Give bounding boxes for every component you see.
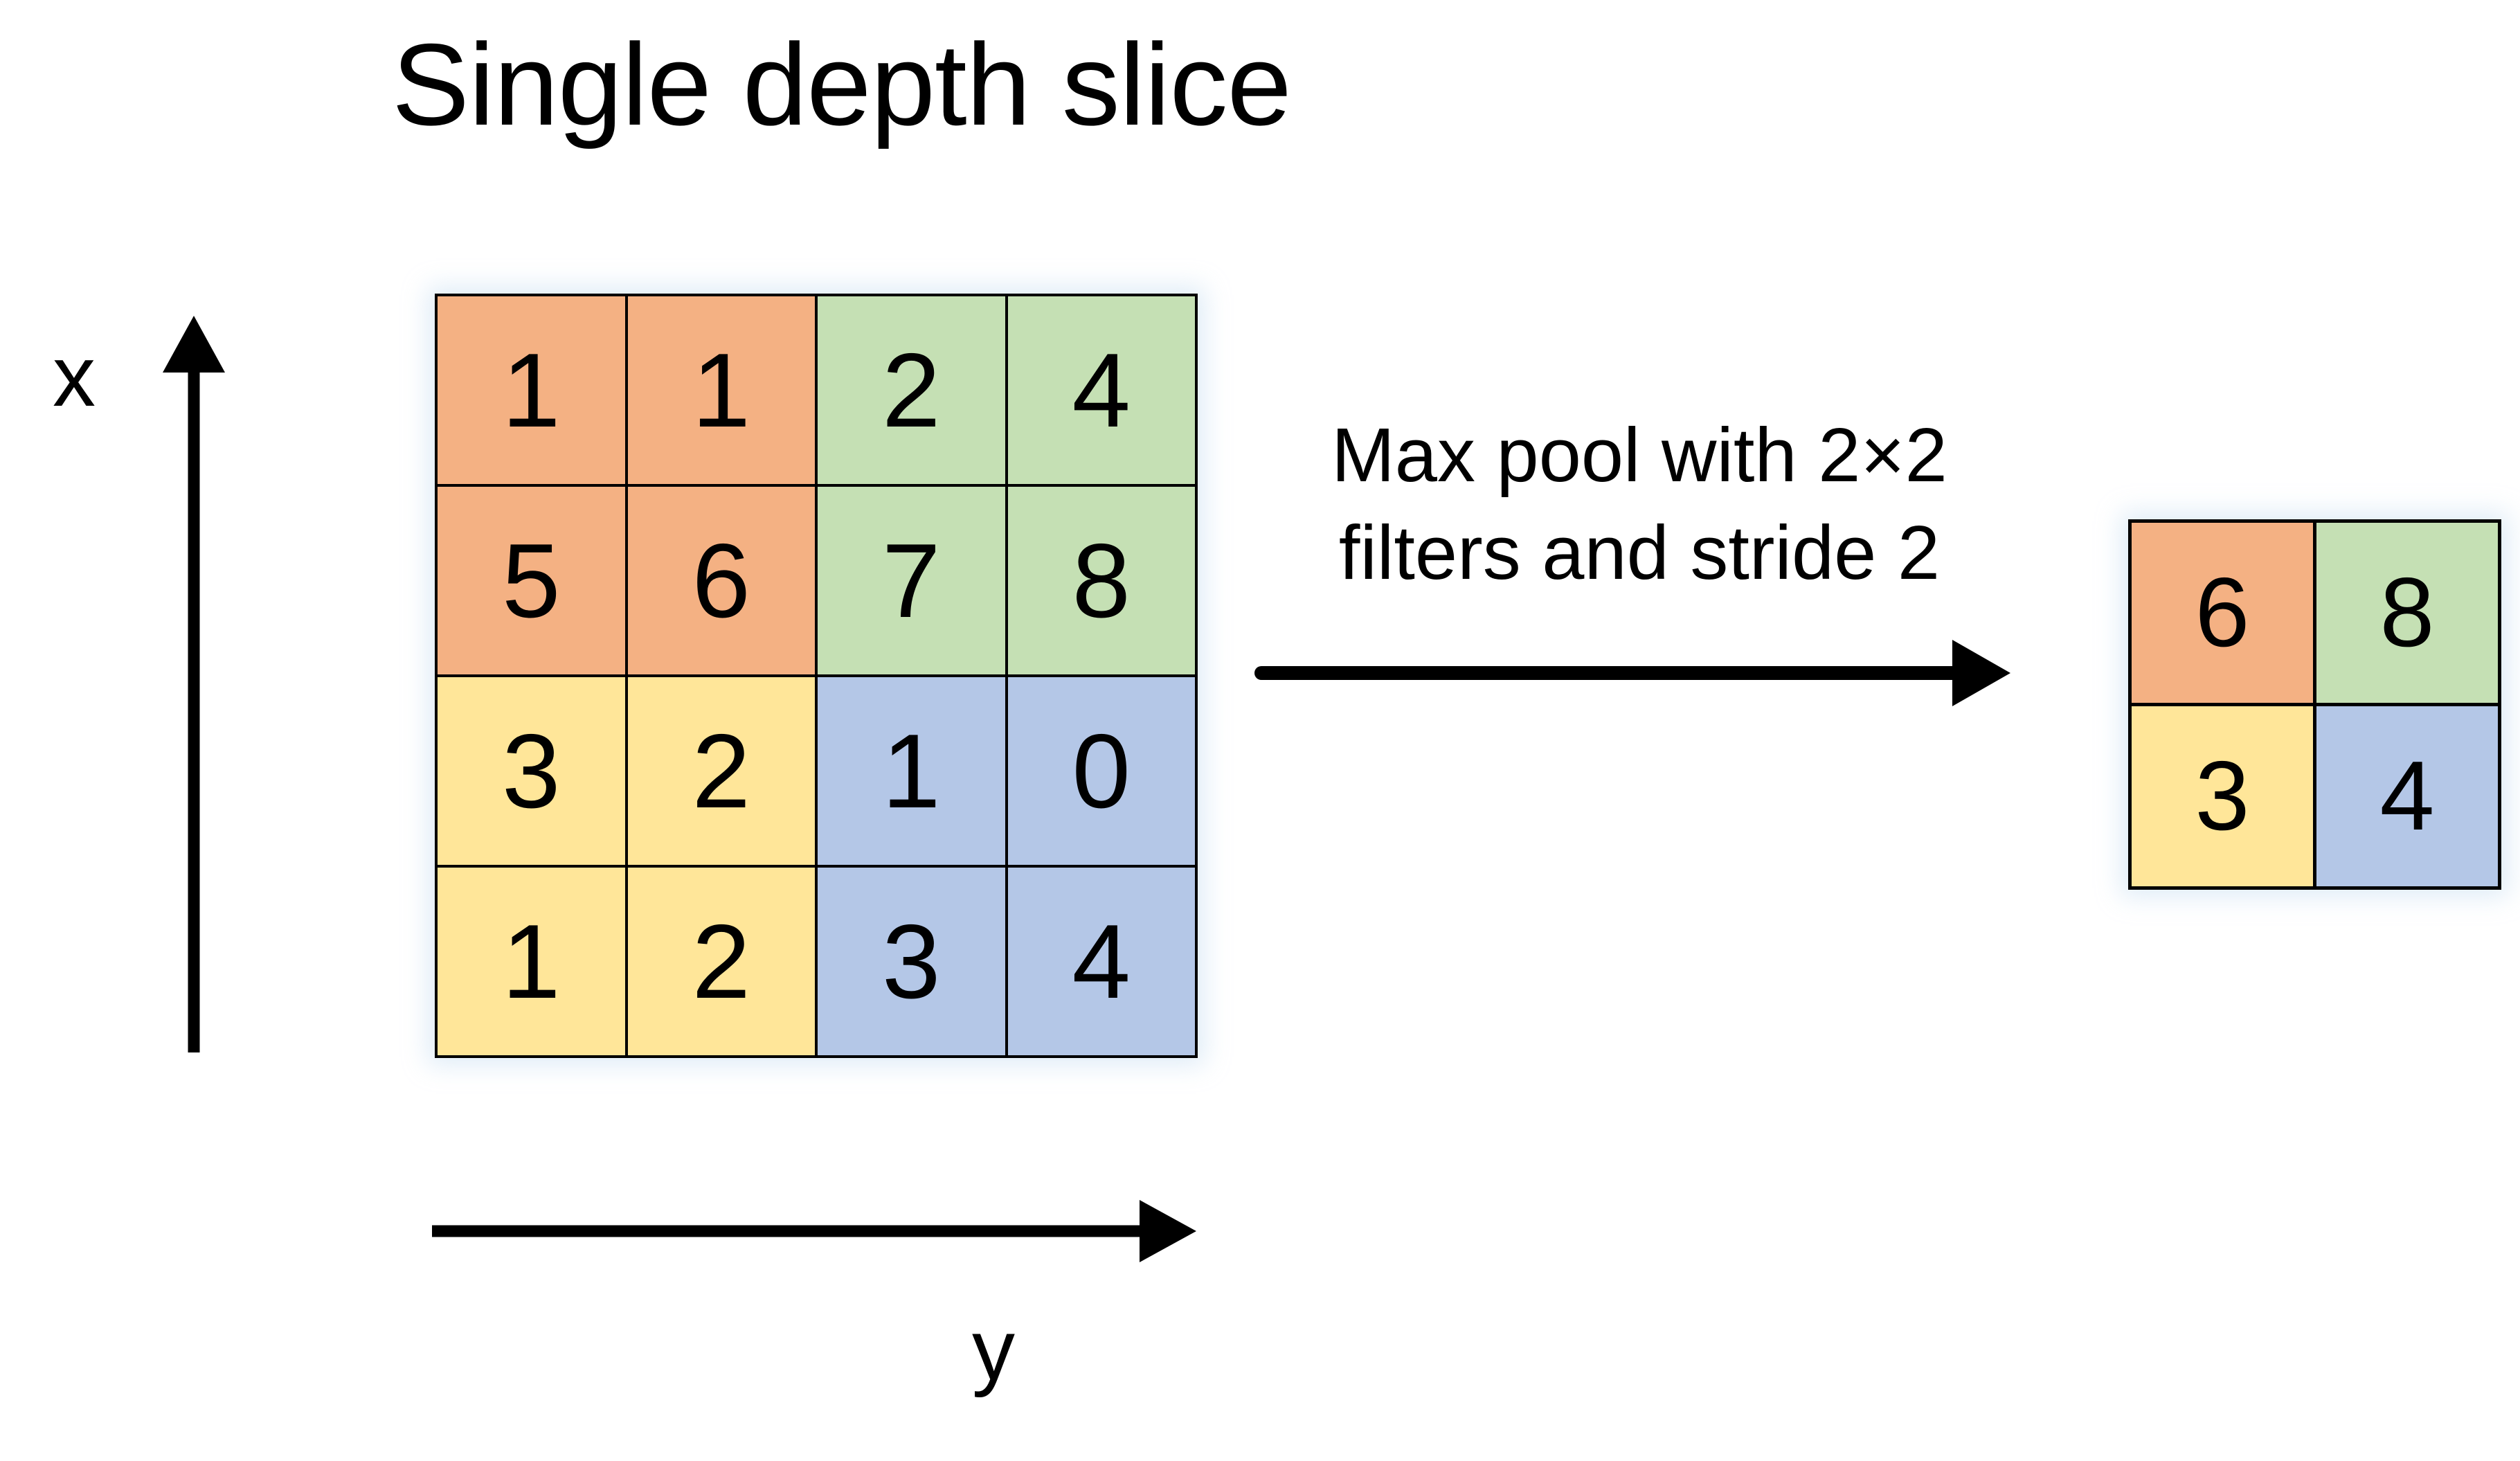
transform-arrow: [1254, 640, 2010, 706]
input-grid-cell: 7: [818, 487, 1005, 674]
page-title: Single depth slice: [392, 19, 1292, 150]
output-grid-cell: 3: [2132, 706, 2313, 886]
axis-label-y: y: [972, 1302, 1015, 1398]
input-grid-cell: 1: [818, 677, 1005, 865]
input-grid-cell: 6: [627, 487, 815, 674]
transform-caption-line-2: filters and stride 2: [1338, 510, 1941, 595]
output-grid-cell: 4: [2316, 706, 2498, 886]
input-grid-cell: 1: [438, 296, 625, 484]
input-grid-cell: 5: [438, 487, 625, 674]
input-grid-cell: 0: [1007, 677, 1195, 865]
output-grid-cell: 6: [2132, 523, 2313, 703]
input-grid-cell: 4: [1007, 868, 1195, 1055]
axis-label-x: x: [53, 329, 96, 424]
horizontal-axis-arrow: [432, 1200, 1196, 1262]
input-grid-cell: 2: [818, 296, 1005, 484]
output-grid-cell: 8: [2316, 523, 2498, 703]
input-grid-cell: 3: [818, 868, 1005, 1055]
input-grid-cell: 1: [627, 296, 815, 484]
input-grid-cell: 2: [627, 868, 815, 1055]
input-grid-cell: 8: [1007, 487, 1195, 674]
transform-caption: Max pool with 2×2 filters and stride 2: [1272, 407, 2006, 602]
input-grid-cell: 4: [1007, 296, 1195, 484]
vertical-axis-arrow: [163, 316, 225, 1052]
input-grid-cell: 3: [438, 677, 625, 865]
input-grid-cell: 1: [438, 868, 625, 1055]
transform-caption-line-1: Max pool with 2×2: [1331, 413, 1947, 498]
input-grid-cell: 2: [627, 677, 815, 865]
